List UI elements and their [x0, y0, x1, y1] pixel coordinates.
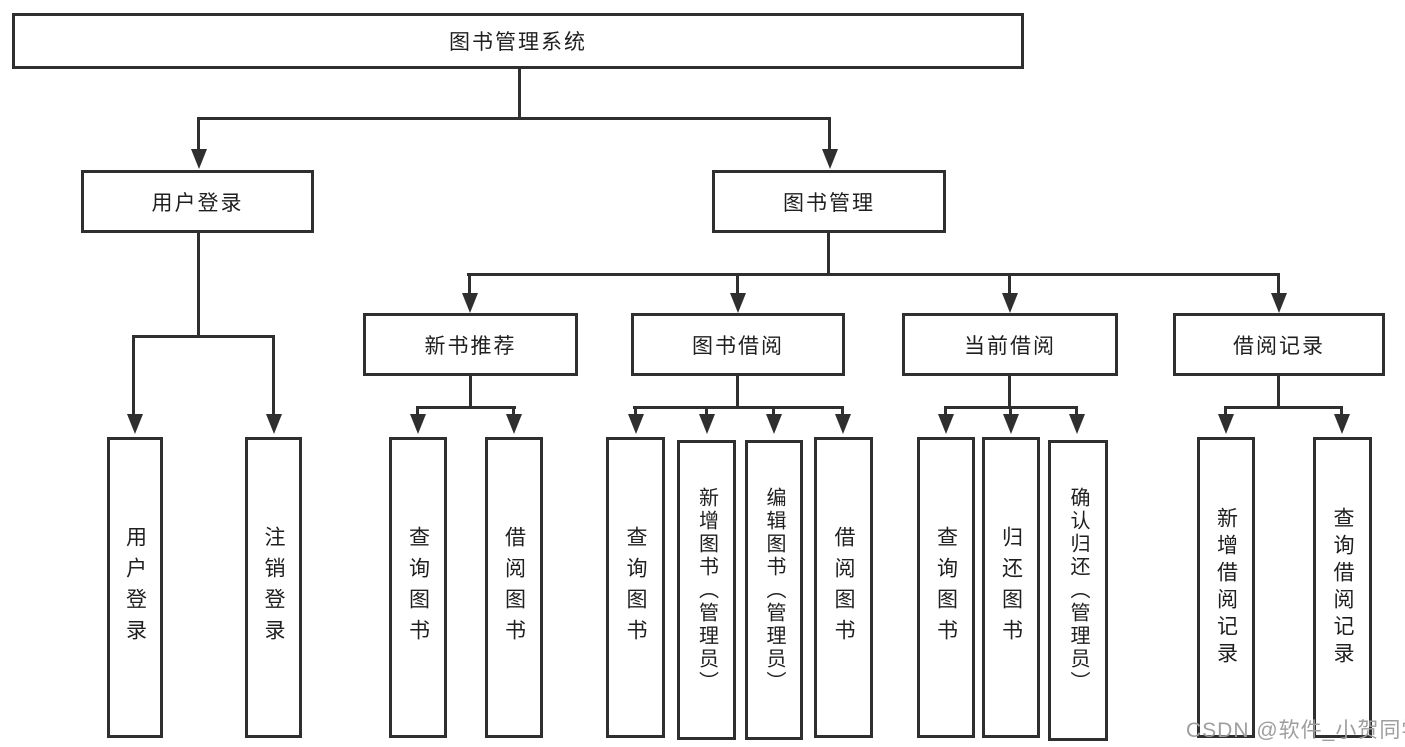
arrowhead-icon — [506, 414, 522, 434]
leaf-return-books: 归还图书 — [982, 437, 1040, 738]
arrowhead-icon — [628, 414, 644, 434]
arrowhead-icon — [1334, 414, 1350, 434]
node-new-book-recommend: 新书推荐 — [363, 313, 578, 376]
connector-book-mgmt-stem — [827, 233, 830, 275]
connector-groupD-stem — [1277, 376, 1280, 409]
connector-groupB-1 — [634, 406, 637, 416]
leaf-query-books-b: 查询图书 — [606, 437, 665, 738]
leaf-logout: 注销登录 — [245, 437, 302, 738]
connector-groupD-1 — [1224, 406, 1227, 416]
arrowhead-icon — [766, 414, 782, 434]
leaf-query-books-c: 查询图书 — [917, 437, 975, 738]
connector-groupC-3 — [1075, 406, 1078, 416]
arrowhead-icon — [191, 149, 207, 169]
connector-groupB-3 — [772, 406, 775, 416]
connector-groupB-stem — [736, 376, 739, 409]
leaf-confirm-return-admin: 确认归还（管理员） — [1048, 440, 1108, 741]
leaf-query-borrow-record: 查询借阅记录 — [1313, 437, 1372, 738]
connector-groupA-stem — [469, 376, 472, 409]
leaf-label: 编辑图书（管理员） — [763, 486, 785, 694]
leaf-add-books-admin: 新增图书（管理员） — [677, 440, 736, 740]
leaf-query-books-a: 查询图书 — [389, 437, 447, 738]
connector-to-login-leaf — [132, 335, 135, 415]
node-book-management: 图书管理 — [712, 170, 946, 233]
node-user-login: 用户登录 — [81, 170, 314, 233]
connector-to-logout-leaf — [272, 335, 275, 415]
connector-to-book-borrow — [736, 273, 739, 295]
arrowhead-icon — [1271, 293, 1287, 313]
connector-root-stem — [518, 69, 521, 120]
leaf-user-login: 用户登录 — [107, 437, 163, 738]
connector-groupC-stem — [1008, 376, 1011, 409]
node-library-management-system: 图书管理系统 — [12, 13, 1024, 69]
connector-groupC-2 — [1009, 406, 1012, 416]
connector-level2-rail — [197, 117, 831, 120]
arrowhead-icon — [1218, 414, 1234, 434]
connector-groupB-4 — [841, 406, 844, 416]
node-borrow-records: 借阅记录 — [1173, 313, 1385, 376]
node-book-borrow: 图书借阅 — [631, 313, 845, 376]
arrowhead-icon — [699, 414, 715, 434]
arrowhead-icon — [410, 414, 426, 434]
connector-groupA-rail — [416, 406, 516, 409]
csdn-watermark: CSDN @软件_小贺同学 — [1186, 719, 1405, 742]
connector-groupC-1 — [944, 406, 947, 416]
leaf-add-borrow-record: 新增借阅记录 — [1197, 437, 1255, 738]
node-current-borrow: 当前借阅 — [902, 313, 1118, 376]
leaf-label: 查询借阅记录 — [1331, 506, 1354, 669]
arrowhead-icon — [822, 149, 838, 169]
connector-to-current-borrow — [1008, 273, 1011, 295]
connector-groupD-rail — [1224, 406, 1343, 409]
leaf-label: 查询图书 — [406, 525, 430, 650]
connector-groupA-2 — [512, 406, 515, 416]
connector-to-new-book — [468, 273, 471, 295]
leaf-label: 新增借阅记录 — [1214, 506, 1238, 669]
connector-user-login-stem — [197, 233, 200, 338]
arrowhead-icon — [1069, 414, 1085, 434]
connector-groupB-2 — [705, 406, 708, 416]
arrowhead-icon — [127, 414, 143, 434]
arrowhead-icon — [1002, 293, 1018, 313]
leaf-label: 用户登录 — [123, 525, 147, 650]
leaf-label: 新增图书（管理员） — [695, 486, 718, 694]
arrowhead-icon — [938, 414, 954, 434]
leaf-edit-books-admin: 编辑图书（管理员） — [745, 440, 803, 740]
connector-to-borrow-records — [1277, 273, 1280, 295]
arrowhead-icon — [266, 414, 282, 434]
leaf-label: 确认归还（管理员） — [1067, 487, 1089, 694]
leaf-borrow-books-b: 借阅图书 — [814, 437, 873, 738]
leaf-borrow-books-a: 借阅图书 — [485, 437, 543, 738]
leaf-label: 借阅图书 — [832, 525, 855, 650]
arrowhead-icon — [730, 293, 746, 313]
arrowhead-icon — [835, 414, 851, 434]
leaf-label: 查询图书 — [624, 525, 647, 650]
connector-level3-rail — [467, 273, 1280, 276]
leaf-label: 注销登录 — [262, 525, 285, 650]
connector-to-book-management — [828, 117, 831, 151]
connector-groupA-1 — [416, 406, 419, 416]
arrowhead-icon — [462, 293, 478, 313]
leaf-label: 归还图书 — [999, 525, 1023, 650]
connector-groupB-rail — [633, 406, 844, 409]
leaf-label: 借阅图书 — [502, 525, 526, 650]
leaf-label: 查询图书 — [934, 525, 958, 650]
connector-to-user-login — [197, 117, 200, 151]
connector-groupD-2 — [1340, 406, 1343, 416]
arrowhead-icon — [1003, 414, 1019, 434]
connector-user-login-rail — [132, 335, 275, 338]
